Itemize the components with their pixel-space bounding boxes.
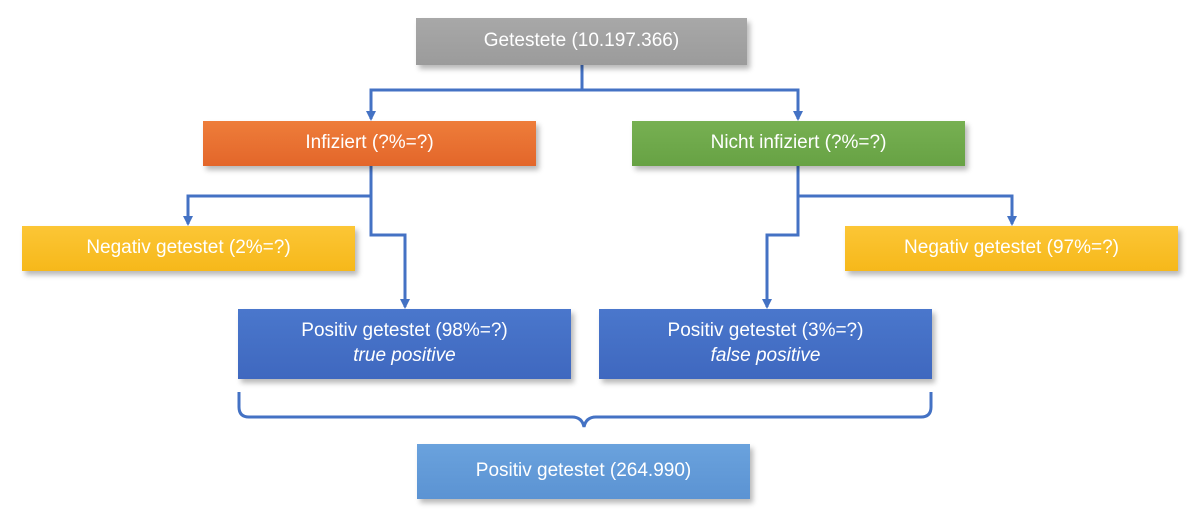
connector-root-not-infected: [582, 88, 803, 121]
connector-root-infected: [366, 65, 584, 121]
node-total-positive-label: Positiv getestet (264.990): [475, 460, 692, 482]
positive-sum-bracket: [237, 392, 933, 428]
node-infected: Infiziert (?%=?): [203, 121, 536, 166]
node-infected-label: Infiziert (?%=?): [305, 132, 434, 154]
node-tested-total-label: Getestete (10.197.366): [483, 30, 680, 52]
node-tested-total: Getestete (10.197.366): [416, 18, 747, 65]
node-not-infected: Nicht infiziert (?%=?): [632, 121, 965, 166]
node-not-infected-negative-label: Negativ getestet (97%=?): [904, 237, 1119, 259]
node-total-positive: Positiv getestet (264.990): [417, 444, 750, 499]
connector-infected-negative: [183, 166, 373, 226]
node-false-positive-sublabel: false positive: [710, 345, 821, 366]
node-not-infected-negative: Negativ getestet (97%=?): [845, 226, 1178, 271]
node-infected-negative-label: Negativ getestet (2%=?): [86, 237, 291, 259]
node-not-infected-label: Nicht infiziert (?%=?): [710, 132, 887, 154]
node-false-positive-label: Positiv getestet (3%=?): [667, 320, 864, 342]
node-false-positive: Positiv getestet (3%=?) false positive: [599, 309, 932, 379]
node-infected-negative: Negativ getestet (2%=?): [22, 226, 355, 271]
node-true-positive: Positiv getestet (98%=?) true positive: [238, 309, 571, 379]
node-true-positive-label: Positiv getestet (98%=?): [301, 320, 508, 342]
connector-not-infected-positive: [762, 196, 800, 309]
connector-infected-positive: [369, 196, 410, 309]
node-true-positive-sublabel: true positive: [353, 345, 456, 366]
connector-not-infected-negative: [796, 166, 1017, 226]
